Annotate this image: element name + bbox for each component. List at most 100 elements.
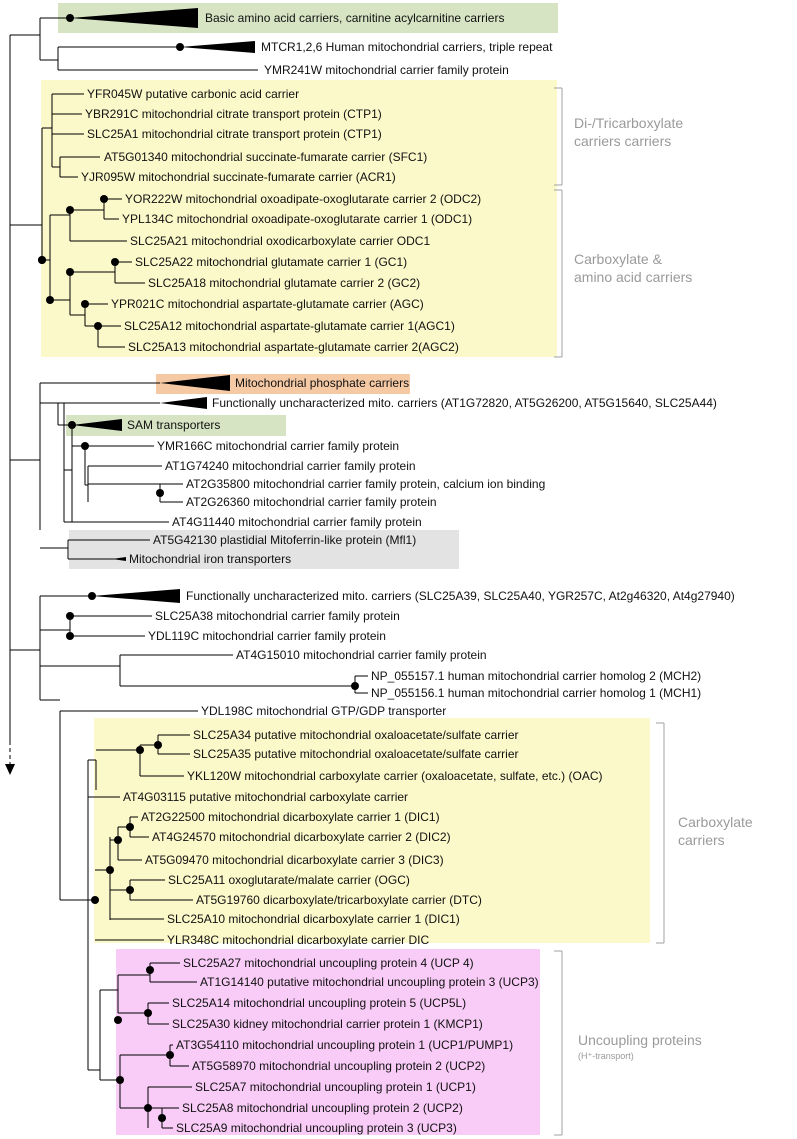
bootstrap-node (114, 836, 122, 844)
leaf-label: AT5G58970 mitochondrial uncoupling prote… (192, 1059, 486, 1073)
bootstrap-node (106, 866, 114, 874)
leaf-label: AT5G01340 mitochondrial succinate-fumara… (104, 150, 428, 164)
bootstrap-node (66, 14, 74, 22)
bootstrap-node (94, 322, 102, 330)
leaf-label: YJR095W mitochondrial succinate-fumarate… (81, 170, 396, 184)
leaf-label: YOR222W mitochondrial oxoadipate-oxoglut… (125, 192, 482, 206)
leaf-label: AT4G03115 putative mitochondrial carboxy… (123, 790, 409, 804)
bootstrap-node (81, 442, 89, 450)
clade-box-dicarboxylate (41, 80, 557, 357)
leaf-label: SLC25A13 mitochondrial aspartate-glutama… (128, 340, 459, 354)
group-label-di-tri-line2: carriers carriers (574, 133, 672, 149)
leaf-label: SLC25A27 mitochondrial uncoupling protei… (183, 956, 474, 970)
bootstrap-node (91, 896, 99, 904)
wedge-mtcr (180, 41, 255, 53)
leaf-label: AT1G14140 putative mitochondrial uncoupl… (200, 975, 539, 989)
bootstrap-node (66, 632, 74, 640)
leaf-label: SLC25A9 mitochondrial uncoupling protein… (176, 1121, 457, 1135)
group-label-di-tri-line1: Di-/Tricarboxylate (574, 115, 684, 131)
bootstrap-node (158, 1114, 166, 1122)
group-label-uncoupling-sub: (H⁺-transport) (578, 1051, 634, 1061)
leaf-label: SLC25A7 mitochondrial uncoupling protein… (195, 1080, 476, 1094)
leaf-label: SLC25A30 kidney mitochondrial carrier pr… (172, 1017, 483, 1031)
wedge-iron (112, 558, 126, 560)
leaf-label: SLC25A18 mitochondrial glutamate carrier… (148, 276, 421, 290)
bootstrap-node (100, 195, 108, 203)
bootstrap-node (114, 1016, 122, 1024)
bootstrap-node (66, 612, 74, 620)
wedge-functionally-uncharacterized-2 (92, 589, 180, 603)
leaf-label: SLC25A1 mitochondrial citrate transport … (87, 127, 382, 141)
leaf-label: YLR348C mitochondrial dicarboxylate carr… (167, 933, 430, 947)
leaf-label: AT5G09470 mitochondrial dicarboxylate ca… (145, 853, 444, 867)
leaf-label: NP_055156.1 human mitochondrial carrier … (371, 686, 702, 700)
leaf-label: YKL120W mitochondrial carboxylate carrie… (187, 769, 603, 783)
bootstrap-node (126, 886, 134, 894)
leaf-label: NP_055157.1 human mitochondrial carrier … (371, 669, 702, 683)
leaf-label: AT4G24570 mitochondrial dicarboxylate ca… (152, 830, 451, 844)
bootstrap-node (144, 1104, 152, 1112)
group-label-carb-amino-line1: Carboxylate & (574, 251, 662, 267)
group-label-uncoupling: Uncoupling proteins (578, 1032, 702, 1048)
clade-box-iron (69, 530, 459, 569)
leaf-label: AT4G15010 mitochondrial carrier family p… (236, 648, 487, 662)
leaf-label: Functionally uncharacterized mito. carri… (212, 396, 717, 410)
leaf-label: YPL134C mitochondrial oxoadipate-oxoglut… (122, 212, 473, 226)
wedge-functionally-uncharacterized-1 (160, 397, 207, 409)
leaf-label: MTCR1,2,6 Human mitochondrial carriers, … (261, 40, 553, 54)
leaf-label: Mitochondrial phosphate carriers (235, 376, 410, 390)
bootstrap-node (176, 43, 184, 51)
leaf-label: SLC25A22 mitochondrial glutamate carrier… (135, 255, 408, 269)
bootstrap-node (111, 258, 119, 266)
leaf-label: AT2G22500 mitochondrial dicarboxylate ca… (141, 810, 440, 824)
leaf-label: AT2G35800 mitochondrial carrier family p… (186, 477, 546, 491)
bootstrap-node (146, 966, 154, 974)
leaf-label: SLC25A11 oxoglutarate/malate carrier (OG… (168, 873, 410, 887)
leaf-label: SLC25A34 putative mitochondrial oxaloace… (193, 728, 519, 742)
leaf-label: YDL119C mitochondrial carrier family pro… (148, 629, 386, 643)
bootstrap-node (156, 489, 164, 497)
bootstrap-node (81, 300, 89, 308)
group-label-carb-amino-line2: amino acid carriers (574, 269, 693, 285)
bootstrap-node (166, 1051, 174, 1059)
bootstrap-node (46, 296, 54, 304)
bootstrap-node (38, 256, 46, 264)
leaf-label: YMR241W mitochondrial carrier family pro… (264, 63, 509, 77)
wedge-sam (72, 419, 122, 431)
leaf-label: AT4G11440 mitochondrial carrier family p… (172, 515, 422, 529)
leaf-label: Functionally uncharacterized mito. carri… (186, 589, 735, 603)
leaf-label: YDL198C mitochondrial GTP/GDP transporte… (201, 704, 447, 718)
bootstrap-node (126, 823, 134, 831)
group-label-carboxylate-line2: carriers (678, 832, 725, 848)
bootstrap-node (68, 421, 76, 429)
clade-box-uncoupling (116, 949, 540, 1135)
group-brackets (554, 87, 665, 1136)
clade-box-carboxylate (94, 718, 650, 943)
bootstrap-node (351, 682, 359, 690)
leaf-label: YFR045W putative carbonic acid carrier (87, 87, 300, 101)
leaf-label: YPR021C mitochondrial aspartate-glutamat… (111, 297, 424, 311)
bootstrap-node (66, 268, 74, 276)
leaf-label: SAM transporters (127, 418, 221, 432)
leaf-label: SLC25A10 mitochondrial dicarboxylate car… (167, 912, 460, 926)
leaf-label: AT1G74240 mitochondrial carrier family p… (165, 459, 416, 473)
bootstrap-node (66, 206, 74, 214)
leaf-label: YBR291C mitochondrial citrate transport … (85, 107, 382, 121)
leaf-label: Mitochondrial iron transporters (129, 552, 292, 566)
leaf-label: AT2G26360 mitochondrial carrier family p… (186, 495, 437, 509)
leaf-label: SLC25A35 putative mitochondrial oxaloace… (193, 747, 519, 761)
wedge-basic-amino (70, 8, 198, 28)
leaf-label: SLC25A14 mitochondrial uncoupling protei… (172, 996, 467, 1010)
bootstrap-node (116, 1076, 124, 1084)
bootstrap-node (88, 592, 96, 600)
leaf-label: YMR166C mitochondrial carrier family pro… (157, 439, 400, 453)
leaf-label: SLC25A21 mitochondrial oxodicarboxylate … (130, 234, 431, 248)
leaf-label: SLC25A8 mitochondrial uncoupling protein… (182, 1101, 463, 1115)
bootstrap-node (136, 746, 144, 754)
group-label-carboxylate-line1: Carboxylate (678, 814, 753, 830)
leaf-label: SLC25A12 mitochondrial aspartate-glutama… (124, 319, 455, 333)
tree-nodes (38, 14, 359, 1122)
leaf-label: SLC25A38 mitochondrial carrier family pr… (155, 609, 400, 623)
leaf-label: Basic amino acid carriers, carnitine acy… (205, 11, 505, 25)
